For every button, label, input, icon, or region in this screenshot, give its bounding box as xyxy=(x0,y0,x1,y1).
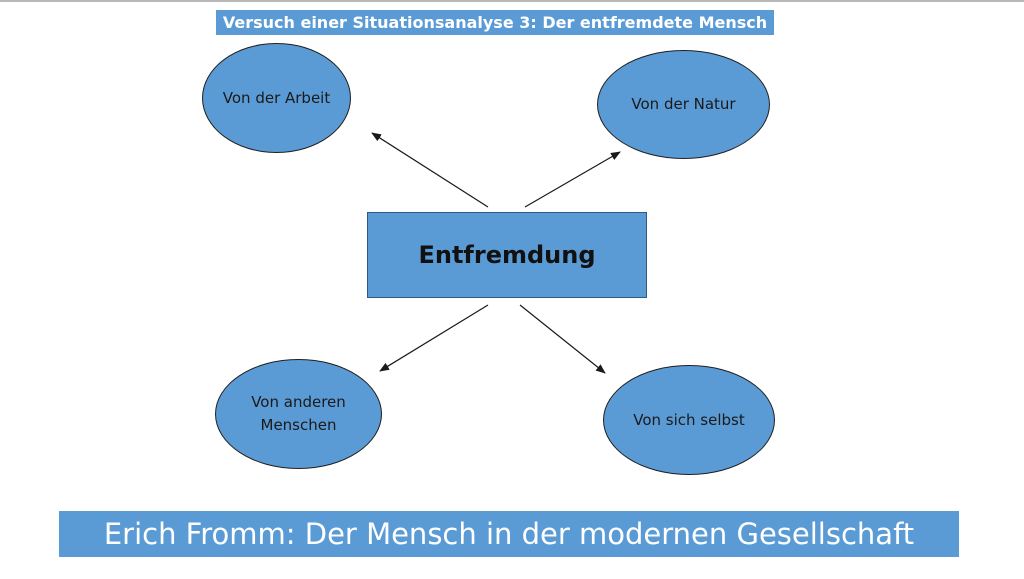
node-von-sich-selbst: Von sich selbst xyxy=(603,365,775,475)
node-label: Von der Natur xyxy=(631,95,736,113)
node-von-der-natur: Von der Natur xyxy=(597,50,770,159)
node-label: Von der Arbeit xyxy=(222,88,331,107)
arrow-to-andere-menschen xyxy=(379,304,489,372)
node-label: Von anderen Menschen xyxy=(251,391,346,437)
arrow-to-arbeit xyxy=(371,132,489,208)
node-von-der-arbeit: Von der Arbeit xyxy=(202,43,351,153)
top-divider xyxy=(0,0,1024,2)
footer-caption: Erich Fromm: Der Mensch in der modernen … xyxy=(59,511,959,557)
node-label: Von sich selbst xyxy=(633,410,745,429)
center-label: Entfremdung xyxy=(418,241,596,269)
arrow-to-natur xyxy=(524,151,621,208)
node-label-line: Menschen xyxy=(260,416,337,434)
slide-title: Versuch einer Situationsanalyse 3: Der e… xyxy=(216,10,774,35)
node-label-line: Von anderen xyxy=(251,393,346,411)
node-von-anderen-menschen: Von anderen Menschen xyxy=(215,359,382,469)
arrow-to-sich-selbst xyxy=(519,304,606,374)
center-box-entfremdung: Entfremdung xyxy=(367,212,647,298)
